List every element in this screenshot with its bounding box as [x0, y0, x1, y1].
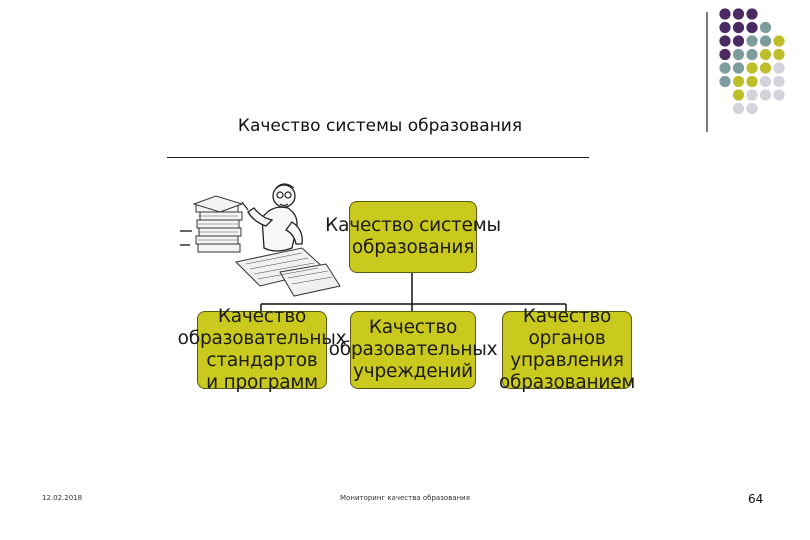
decorative-dot [759, 89, 772, 101]
decorative-dot [719, 8, 731, 20]
footer-caption: Мониторинг качества образования [340, 494, 470, 502]
node-label-standards: Качество образовательных стандартов и пр… [177, 306, 347, 393]
decorative-dot [759, 21, 772, 34]
slide-title: Качество системы образования [237, 116, 523, 136]
decorative-dot [746, 35, 758, 47]
title-underline [167, 157, 589, 158]
decorative-dot [746, 21, 758, 34]
node-label-institutions: Качество образовательных учреждений [328, 317, 498, 382]
diagram-node-institutions: Качество образовательных учреждений [329, 311, 498, 389]
page-number: 64 [748, 492, 764, 506]
decorative-dot [773, 75, 785, 88]
decorative-dot [746, 48, 758, 61]
decorative-dot [746, 102, 758, 115]
decorative-dot [719, 48, 731, 61]
decorative-dot [746, 8, 758, 20]
diagram-root-node: Качество системы образования [325, 201, 501, 273]
decorative-dot [759, 62, 772, 74]
footer-date: 12.02.2018 [42, 494, 83, 502]
decorative-dot [773, 35, 785, 47]
decorative-dot [746, 62, 758, 74]
decorative-dot [732, 75, 745, 88]
dot-grid-decoration [719, 8, 785, 115]
root-node-label: Качество системы образования [325, 215, 501, 258]
decorative-dot [719, 35, 731, 47]
decorative-dot [719, 21, 731, 34]
diagram-node-standards: Качество образовательных стандартов и пр… [178, 306, 347, 393]
decorative-dot [773, 62, 785, 74]
diagram-node-management: Качество органов управления образованием [499, 306, 635, 393]
decorative-dot [746, 75, 758, 88]
decorative-dot [732, 35, 745, 47]
decorative-dot [773, 89, 785, 101]
decorative-dot [746, 89, 758, 101]
node-label-management: Качество органов управления образованием [498, 306, 636, 393]
decorative-dot [732, 21, 745, 34]
man-at-desk-illustration [180, 183, 341, 297]
decorative-dot [759, 35, 772, 47]
decorative-dot [759, 75, 772, 88]
decorative-dot [773, 48, 785, 61]
decorative-dot [759, 48, 772, 61]
decorative-dot [732, 102, 745, 115]
decorative-dot [732, 8, 745, 20]
decorative-dot [719, 75, 731, 88]
decorative-dot [732, 89, 745, 101]
decorative-vertical-line [706, 12, 708, 132]
decorative-dot [732, 48, 745, 61]
decorative-dot [719, 62, 731, 74]
decorative-dot [732, 62, 745, 74]
